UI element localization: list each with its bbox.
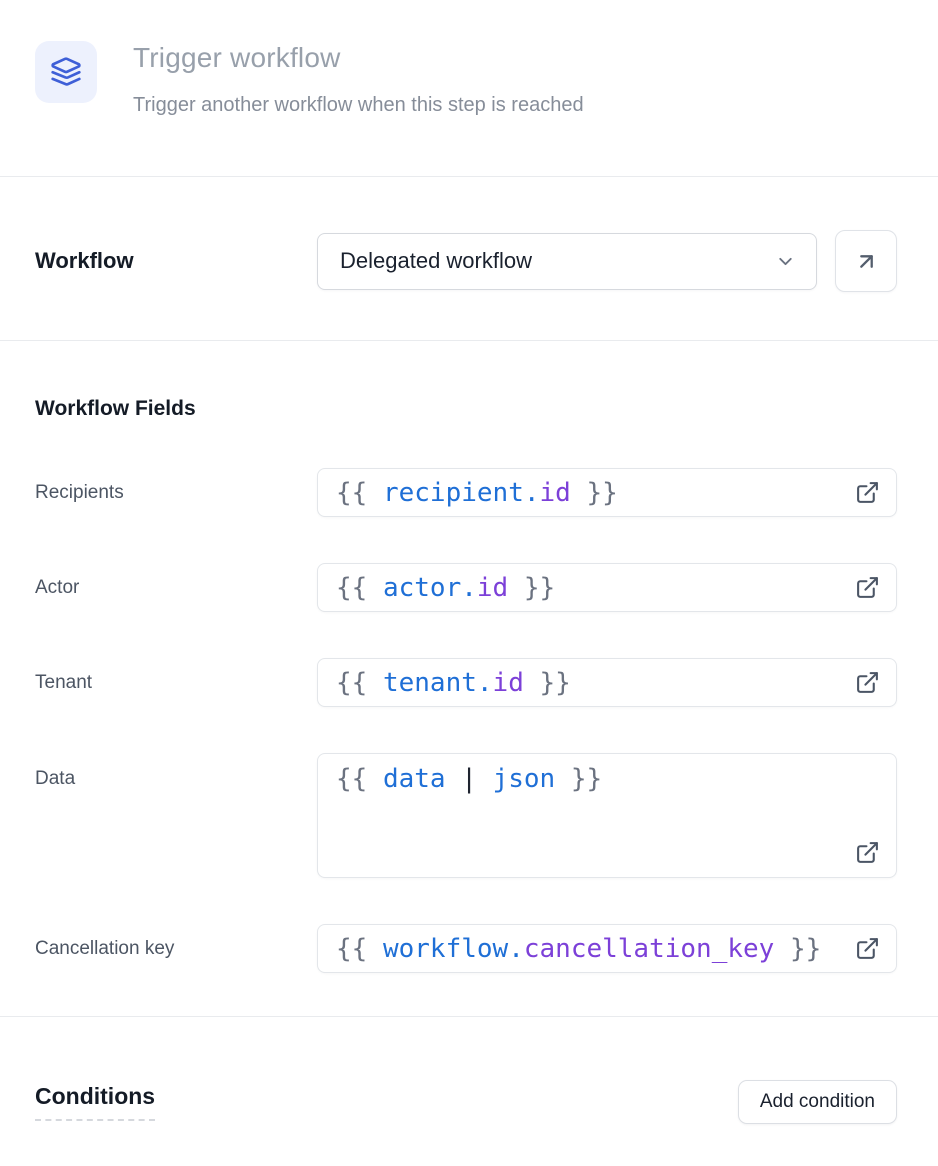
field-label: Actor — [35, 576, 80, 598]
add-condition-button[interactable]: Add condition — [737, 1080, 897, 1124]
external-link-icon[interactable] — [855, 670, 880, 695]
workflow-select-value: Delegated workflow — [340, 248, 532, 273]
workflow-fields-list: Recipients {{ recipient.id }} Actor {{ a… — [35, 468, 897, 973]
workflow-field-row: Tenant {{ tenant.id }} — [35, 658, 897, 707]
step-description: Trigger another workflow when this step … — [133, 94, 584, 116]
liquid-template-value: {{ tenant.id }} — [336, 667, 571, 698]
field-label: Data — [35, 768, 76, 789]
step-header: Trigger workflow Trigger another workflo… — [0, 0, 938, 177]
workflow-field-row: Cancellation key {{ workflow.cancellatio… — [35, 924, 897, 973]
conditions-section: Conditions Add condition — [0, 1017, 938, 1166]
workflow-field-row: Recipients {{ recipient.id }} — [35, 468, 897, 517]
workflow-fields-section: Workflow Fields Recipients {{ recipient.… — [0, 341, 938, 1017]
workflow-select[interactable]: Delegated workflow — [317, 232, 817, 290]
workflow-field-row: Actor {{ actor.id }} — [35, 563, 897, 612]
field-label: Recipients — [35, 481, 124, 503]
liquid-template-input[interactable]: {{ actor.id }} — [317, 563, 897, 612]
liquid-template-input[interactable]: {{ tenant.id }} — [317, 658, 897, 707]
liquid-template-input[interactable]: {{ data | json }} — [317, 753, 897, 878]
arrow-up-right-icon — [854, 249, 879, 274]
field-label: Tenant — [35, 671, 93, 693]
chevron-down-icon — [775, 251, 796, 272]
liquid-template-value: {{ workflow.cancellation_key }} — [336, 933, 822, 964]
external-link-icon[interactable] — [855, 840, 880, 865]
liquid-template-input[interactable]: {{ recipient.id }} — [317, 468, 897, 517]
workflow-select-row: Workflow Delegated workflow — [0, 177, 938, 341]
workflow-controls: Delegated workflow — [317, 230, 897, 292]
conditions-heading: Conditions — [35, 1083, 156, 1121]
workflow-label: Workflow — [35, 248, 134, 273]
workflow-fields-heading: Workflow Fields — [35, 397, 196, 420]
liquid-template-value: {{ recipient.id }} — [336, 477, 618, 508]
external-link-icon[interactable] — [855, 575, 880, 600]
field-label: Cancellation key — [35, 937, 175, 959]
layers-icon — [35, 41, 97, 103]
liquid-template-value: {{ actor.id }} — [336, 572, 556, 603]
step-name-input[interactable]: Trigger workflow — [133, 42, 341, 73]
workflow-field-row: Data {{ data | json }} — [35, 753, 897, 878]
external-link-icon[interactable] — [855, 936, 880, 961]
open-workflow-button[interactable] — [835, 230, 897, 292]
external-link-icon[interactable] — [855, 480, 880, 505]
liquid-template-value: {{ data | json }} — [336, 764, 603, 794]
step-header-text: Trigger workflow Trigger another workflo… — [133, 41, 584, 117]
liquid-template-input[interactable]: {{ workflow.cancellation_key }} — [317, 924, 897, 973]
